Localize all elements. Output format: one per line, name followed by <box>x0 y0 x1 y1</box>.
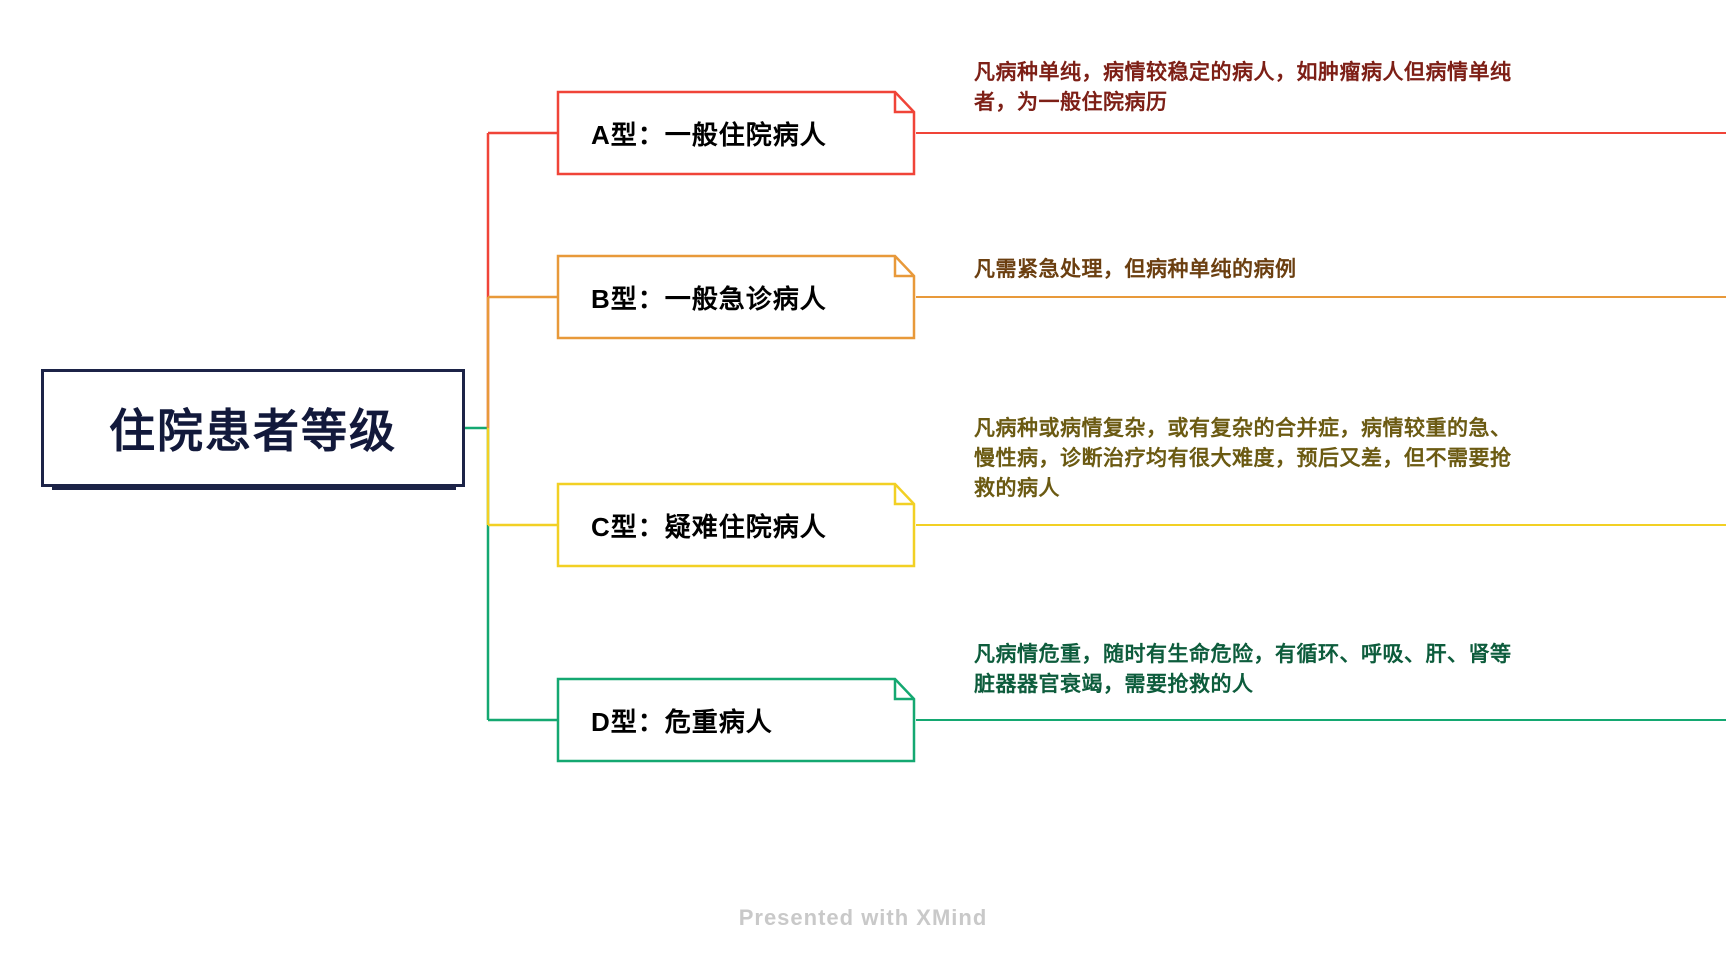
branch-node-a[interactable]: A型：一般住院病人 <box>556 90 916 176</box>
annotation-c: 凡病种或病情复杂，或有复杂的合并症，病情较重的急、慢性病，诊断治疗均有很大难度，… <box>974 417 1512 500</box>
xmind-watermark: Presented with XMind <box>738 905 988 930</box>
folded-paper-icon <box>556 254 916 340</box>
branch-node-c-label: C型：疑难住院病人 <box>591 511 827 542</box>
branch-node-d[interactable]: D型：危重病人 <box>556 677 916 763</box>
root-node-label: 住院患者等级 <box>109 405 397 457</box>
branch-node-a-label: A型：一般住院病人 <box>591 119 827 150</box>
folded-paper-icon <box>556 482 916 568</box>
annotation-d: 凡病情危重，随时有生命危险，有循环、呼吸、肝、肾等脏器器官衰竭，需要抢救的人 <box>974 643 1512 696</box>
annotation-b: 凡需紧急处理，但病种单纯的病例 <box>974 258 1297 281</box>
branch-node-b[interactable]: B型：一般急诊病人 <box>556 254 916 340</box>
root-node[interactable]: 住院患者等级 <box>41 369 465 487</box>
branch-node-c[interactable]: C型：疑难住院病人 <box>556 482 916 568</box>
folded-paper-icon <box>556 90 916 176</box>
folded-paper-icon <box>556 677 916 763</box>
branch-node-d-label: D型：危重病人 <box>591 706 773 737</box>
annotation-a: 凡病种单纯，病情较稳定的病人，如肿瘤病人但病情单纯者，为一般住院病历 <box>974 61 1512 114</box>
branch-node-b-label: B型：一般急诊病人 <box>591 283 827 314</box>
